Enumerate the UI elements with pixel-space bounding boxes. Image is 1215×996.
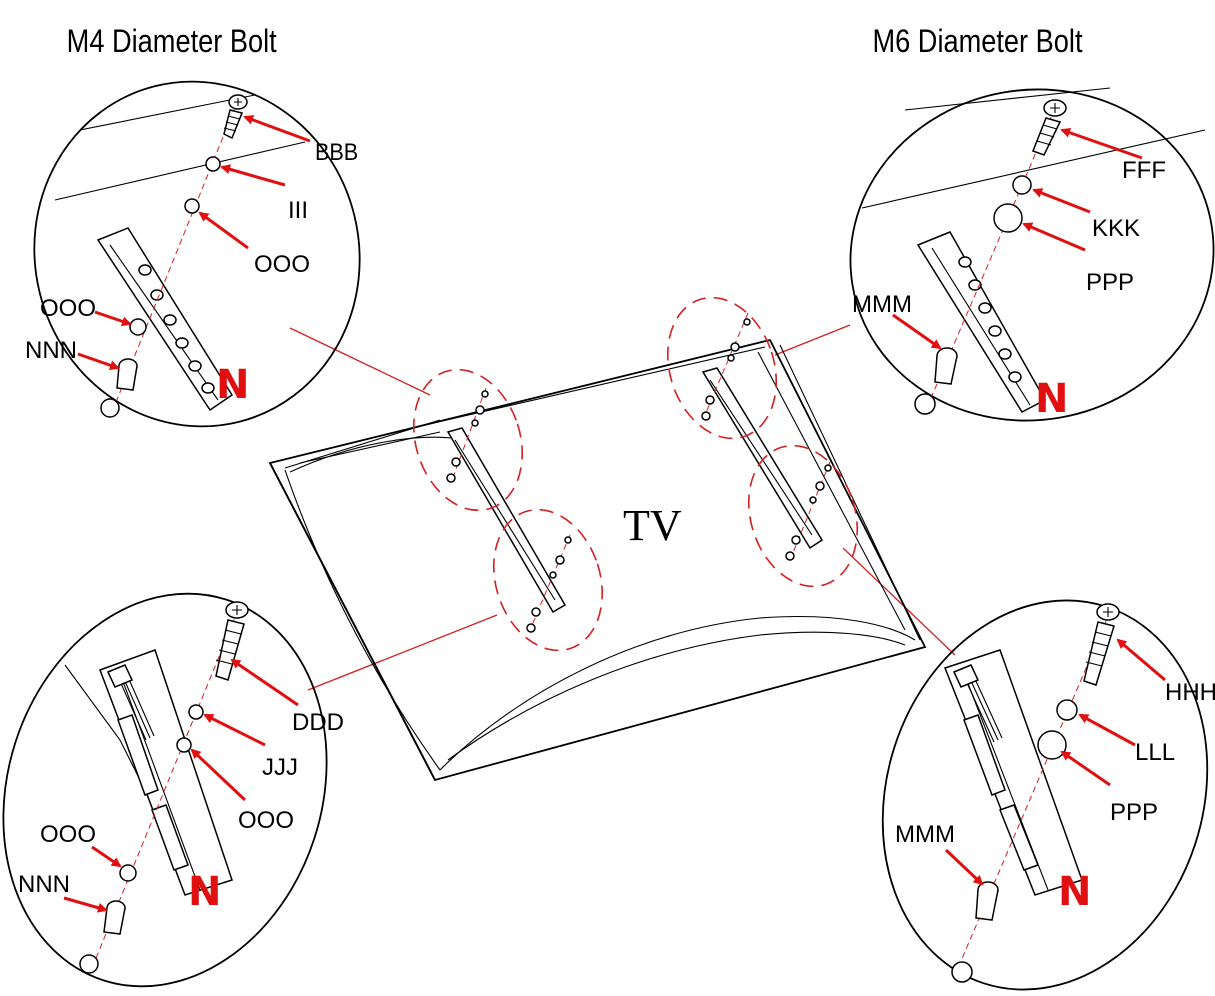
lock-washer-iii: [205, 156, 221, 172]
label-ooo-upper: OOO: [254, 251, 310, 278]
nut: [100, 398, 120, 418]
screw-bbb: [223, 94, 248, 140]
label-ooo-lower: OOO: [40, 821, 96, 848]
washer-ooo-upper: [176, 737, 192, 753]
marker-n-top-right: N: [1035, 376, 1068, 422]
m4-title: M4 Diameter Bolt: [67, 24, 278, 60]
bracket-holes: [958, 256, 1022, 383]
screw-fff: [1032, 99, 1067, 156]
label-mmm: MMM: [895, 821, 955, 848]
lock-washer-kkk: [1012, 175, 1032, 195]
screw-ddd: [215, 601, 249, 681]
spacer-mmm: [975, 881, 999, 921]
bracket-spring: [106, 664, 155, 741]
label-nnn: NNN: [25, 337, 77, 364]
label-ppp: PPP: [1086, 269, 1134, 296]
label-jjj: JJJ: [262, 754, 298, 781]
label-ooo-lower: OOO: [40, 295, 96, 322]
label-nnn: NNN: [18, 871, 70, 898]
label-fff: FFF: [1122, 157, 1166, 184]
detail-bottom-right: HHH LLL PPP MMM N: [881, 599, 1215, 991]
label-iii: III: [288, 197, 308, 224]
marker-n-bottom-left: N: [188, 869, 221, 915]
label-ppp: PPP: [1110, 799, 1158, 826]
label-kkk: KKK: [1092, 215, 1140, 242]
tv-panel: [268, 338, 927, 782]
screw-hhh: [1083, 603, 1120, 686]
label-hhh: HHH: [1165, 679, 1215, 706]
label-mmm: MMM: [852, 291, 912, 318]
washer-ppp: [993, 203, 1023, 233]
bracket-slots: [117, 714, 189, 871]
nut: [79, 954, 99, 974]
detail-top-left: BBB III OOO OOO NNN N: [25, 80, 361, 428]
label-ooo-upper: OOO: [238, 807, 294, 834]
tv-hardware: [446, 312, 832, 633]
washer-ooo-lower: [119, 864, 137, 882]
bracket-holes: [138, 264, 215, 394]
detail-bottom-left: DDD JJJ OOO OOO NNN N: [2, 592, 344, 988]
m6-title: M6 Diameter Bolt: [872, 24, 1083, 60]
detail-top-right: FFF KKK PPP MMM N: [849, 87, 1215, 422]
nut: [951, 961, 973, 983]
washer-ppp: [1037, 730, 1067, 760]
bracket-spring: [952, 664, 1003, 743]
highlight-circles: [412, 296, 859, 652]
tv-label: TV: [623, 501, 682, 550]
nut: [914, 393, 936, 415]
spacer-mmm: [934, 347, 958, 385]
bracket-slots: [963, 714, 1039, 871]
marker-n-bottom-right: N: [1058, 869, 1091, 915]
spacer-nnn: [103, 900, 126, 935]
connector-lines: [289, 324, 956, 691]
tv-bracket-right: [701, 367, 824, 550]
marker-n-top-left: N: [216, 362, 249, 408]
label-ddd: DDD: [292, 709, 344, 736]
lock-washer-jjj: [188, 704, 204, 720]
washer-ooo-upper: [184, 198, 200, 214]
lock-washer-lll: [1056, 699, 1078, 721]
tv-bracket-left: [446, 427, 567, 614]
label-bbb: BBB: [315, 138, 358, 165]
washer-ooo-lower: [129, 318, 147, 336]
spacer-nnn: [116, 358, 138, 391]
label-lll: LLL: [1135, 739, 1175, 766]
